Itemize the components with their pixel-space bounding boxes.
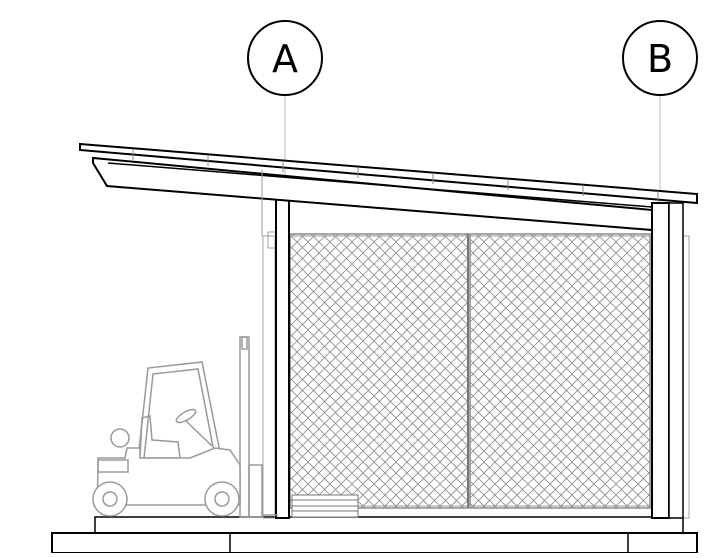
columns [275,193,684,519]
forklift-rear-hub [102,491,118,507]
forklift-counterweight [97,459,129,473]
rear-post-left [262,235,276,519]
forklift-lpg-tank [110,428,130,448]
grid-bubble-a [247,20,323,96]
forklift-mast-top [241,336,248,350]
roof-deck [79,142,698,205]
column-a [275,193,290,519]
forklift [92,336,278,518]
forklift-steering-column [184,419,213,447]
grid-label-b: B [647,37,673,81]
grid-bubble-b [622,20,698,96]
grid-label-a: A [272,37,298,81]
grid-marker-a: A [247,20,323,553]
roof-purlin-line [107,162,653,208]
forklift-rear-wheel [92,481,128,517]
roof-beam [92,156,653,232]
forklift-guard-inner [142,368,215,469]
ground-footing [51,532,698,554]
forklift-front-hub [214,491,230,507]
grid-marker-b: B [622,20,698,553]
column-b [651,202,670,519]
column-b-side [668,202,684,519]
rear-post-right [682,235,690,519]
roof [79,142,698,236]
forklift-mast [239,336,250,518]
forklift-carriage [248,464,263,518]
forklift-steering-wheel [175,408,197,424]
forklift-body [96,447,241,506]
pallet [291,494,359,518]
mesh-panel-left [289,233,469,509]
foundation [51,516,698,554]
forklift-front-wheel [204,481,240,517]
floor-slab [94,516,684,534]
roof-purlins [132,149,659,202]
mesh-fence [289,233,651,509]
mesh-panel-right [469,233,651,509]
